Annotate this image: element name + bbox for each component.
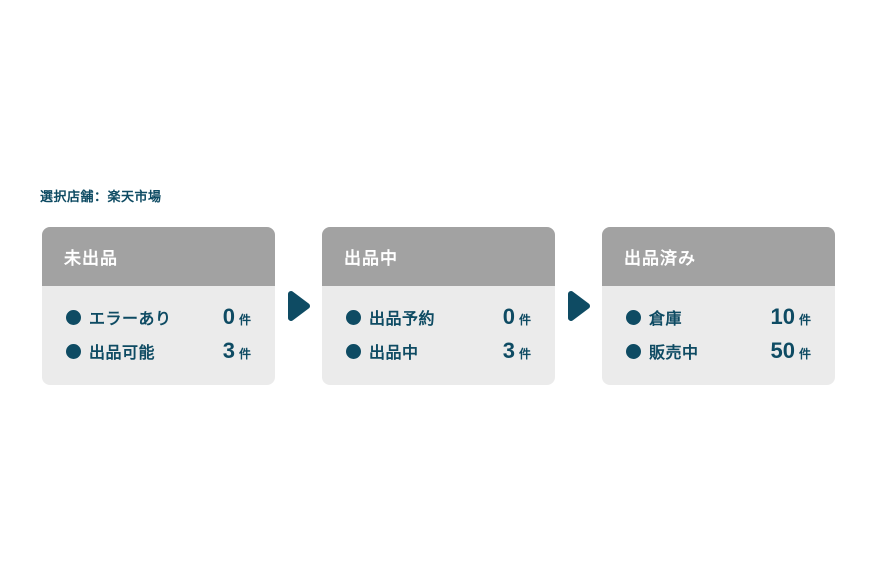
- flow-arrow: [275, 288, 322, 324]
- bullet-icon: [66, 343, 81, 359]
- row-unit: 件: [798, 313, 811, 327]
- flow-arrow: [555, 288, 602, 324]
- bullet-icon: [346, 343, 361, 359]
- status-row-reserved: 出品予約 0 件: [346, 304, 531, 330]
- row-value: 3 件: [503, 338, 531, 364]
- selected-store-label: 選択店舗：楽天市場: [40, 189, 162, 204]
- row-count: 50: [770, 338, 795, 363]
- row-unit: 件: [238, 347, 251, 361]
- row-label: 出品予約: [369, 311, 436, 328]
- row-value: 0 件: [223, 304, 251, 330]
- bullet-icon: [626, 343, 641, 359]
- bullet-icon: [626, 309, 641, 325]
- row-label: 販売中: [649, 345, 699, 362]
- row-value: 0 件: [503, 304, 531, 330]
- card-listing-body: 出品予約 0 件 出品中 3 件: [322, 286, 555, 385]
- row-unit: 件: [798, 347, 811, 361]
- status-row-active-listing: 出品中 3 件: [346, 338, 531, 364]
- row-value: 3 件: [223, 338, 251, 364]
- card-unlisted-header: 未出品: [42, 227, 275, 286]
- row-count: 0: [222, 304, 235, 329]
- card-listing-title: 出品中: [344, 249, 398, 268]
- row-count: 3: [502, 338, 515, 363]
- card-listing-header: 出品中: [322, 227, 555, 286]
- status-row-listable: 出品可能 3 件: [66, 338, 251, 364]
- row-unit: 件: [518, 347, 531, 361]
- row-count: 0: [502, 304, 515, 329]
- row-label: エラーあり: [89, 311, 172, 328]
- row-value: 10 件: [771, 304, 812, 330]
- status-row-on-sale: 販売中 50 件: [626, 338, 812, 364]
- card-unlisted-body: エラーあり 0 件 出品可能 3 件: [42, 286, 275, 385]
- arrow-right-icon: [287, 291, 310, 321]
- arrow-right-icon: [567, 291, 590, 321]
- card-listed-title: 出品済み: [624, 249, 696, 268]
- bullet-icon: [346, 309, 361, 325]
- card-listing: 出品中 出品予約 0 件 出品中 3 件: [322, 227, 555, 385]
- card-unlisted-title: 未出品: [64, 249, 118, 268]
- bullet-icon: [66, 309, 81, 325]
- card-listed-body: 倉庫 10 件 販売中 50 件: [602, 286, 835, 385]
- card-listed-header: 出品済み: [602, 227, 835, 286]
- row-label: 出品中: [369, 345, 419, 362]
- row-unit: 件: [518, 313, 531, 327]
- row-unit: 件: [238, 313, 251, 327]
- card-listed: 出品済み 倉庫 10 件 販売中 50 件: [602, 227, 835, 385]
- row-label: 倉庫: [649, 311, 683, 328]
- row-value: 50 件: [771, 338, 812, 364]
- status-row-warehouse: 倉庫 10 件: [626, 304, 812, 330]
- row-label: 出品可能: [89, 345, 156, 362]
- card-unlisted: 未出品 エラーあり 0 件 出品可能 3 件: [42, 227, 275, 385]
- listing-status-flow: 未出品 エラーあり 0 件 出品可能 3 件: [42, 227, 835, 385]
- row-count: 3: [222, 338, 235, 363]
- status-row-error: エラーあり 0 件: [66, 304, 251, 330]
- row-count: 10: [770, 304, 795, 329]
